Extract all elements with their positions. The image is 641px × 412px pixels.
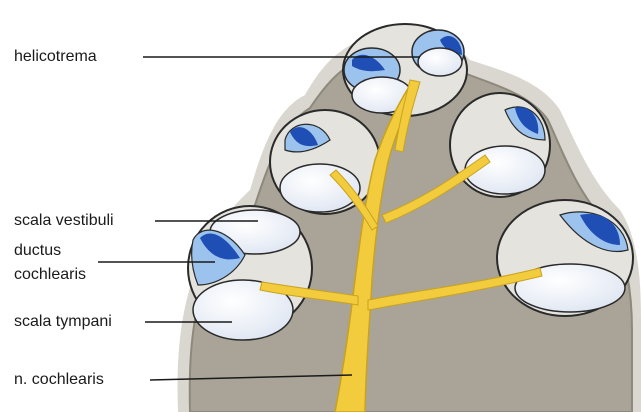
label-n-cochlearis: n. cochlearis: [14, 371, 104, 389]
label-scala-tympani: scala tympani: [14, 313, 112, 331]
label-cochlearis: cochlearis: [14, 266, 86, 284]
cochlear-turn-basal-right: [497, 200, 633, 316]
label-scala-vestibuli: scala vestibuli: [14, 212, 114, 230]
cochlear-turn-middle-right: [450, 93, 550, 197]
label-ductus: ductus: [14, 242, 61, 260]
cochlear-turn-middle-left: [270, 110, 380, 214]
label-helicotrema: helicotrema: [14, 48, 97, 66]
